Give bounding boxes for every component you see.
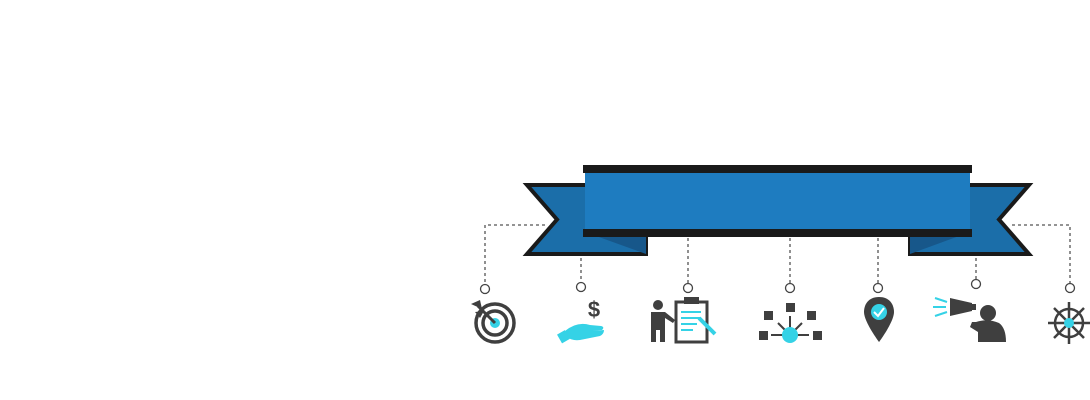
connector-7: [1012, 224, 1071, 284]
presenter-clipboard-icon: [651, 297, 717, 344]
ribbon-edge-bottom: [583, 229, 972, 237]
connector-node-2: [575, 281, 587, 293]
ribbon-face: [585, 166, 970, 237]
connector-1: [484, 224, 545, 284]
network-hub-icon: [759, 303, 822, 343]
connector-node-6: [970, 278, 982, 290]
ship-wheel-icon: [1048, 302, 1090, 344]
ribbon-edge-top: [583, 165, 972, 173]
hand-dollar-icon: $: [557, 297, 604, 344]
connector-lines: [484, 224, 1071, 284]
connector-node-7: [1064, 282, 1076, 294]
target-arrow-icon: [471, 300, 516, 344]
ribbon-fold-left: [585, 232, 646, 254]
location-check-icon: [864, 297, 894, 342]
connector-nodes: [479, 278, 1076, 295]
dollar-sign: $: [588, 297, 600, 322]
connector-node-3: [682, 282, 694, 294]
megaphone-person-icon: [933, 297, 1006, 342]
connector-node-4: [784, 282, 796, 294]
connector-node-5: [872, 282, 884, 294]
ribbon-banner: [522, 165, 1034, 256]
connector-node-1: [479, 283, 491, 295]
ribbon-fold-right: [910, 232, 970, 254]
